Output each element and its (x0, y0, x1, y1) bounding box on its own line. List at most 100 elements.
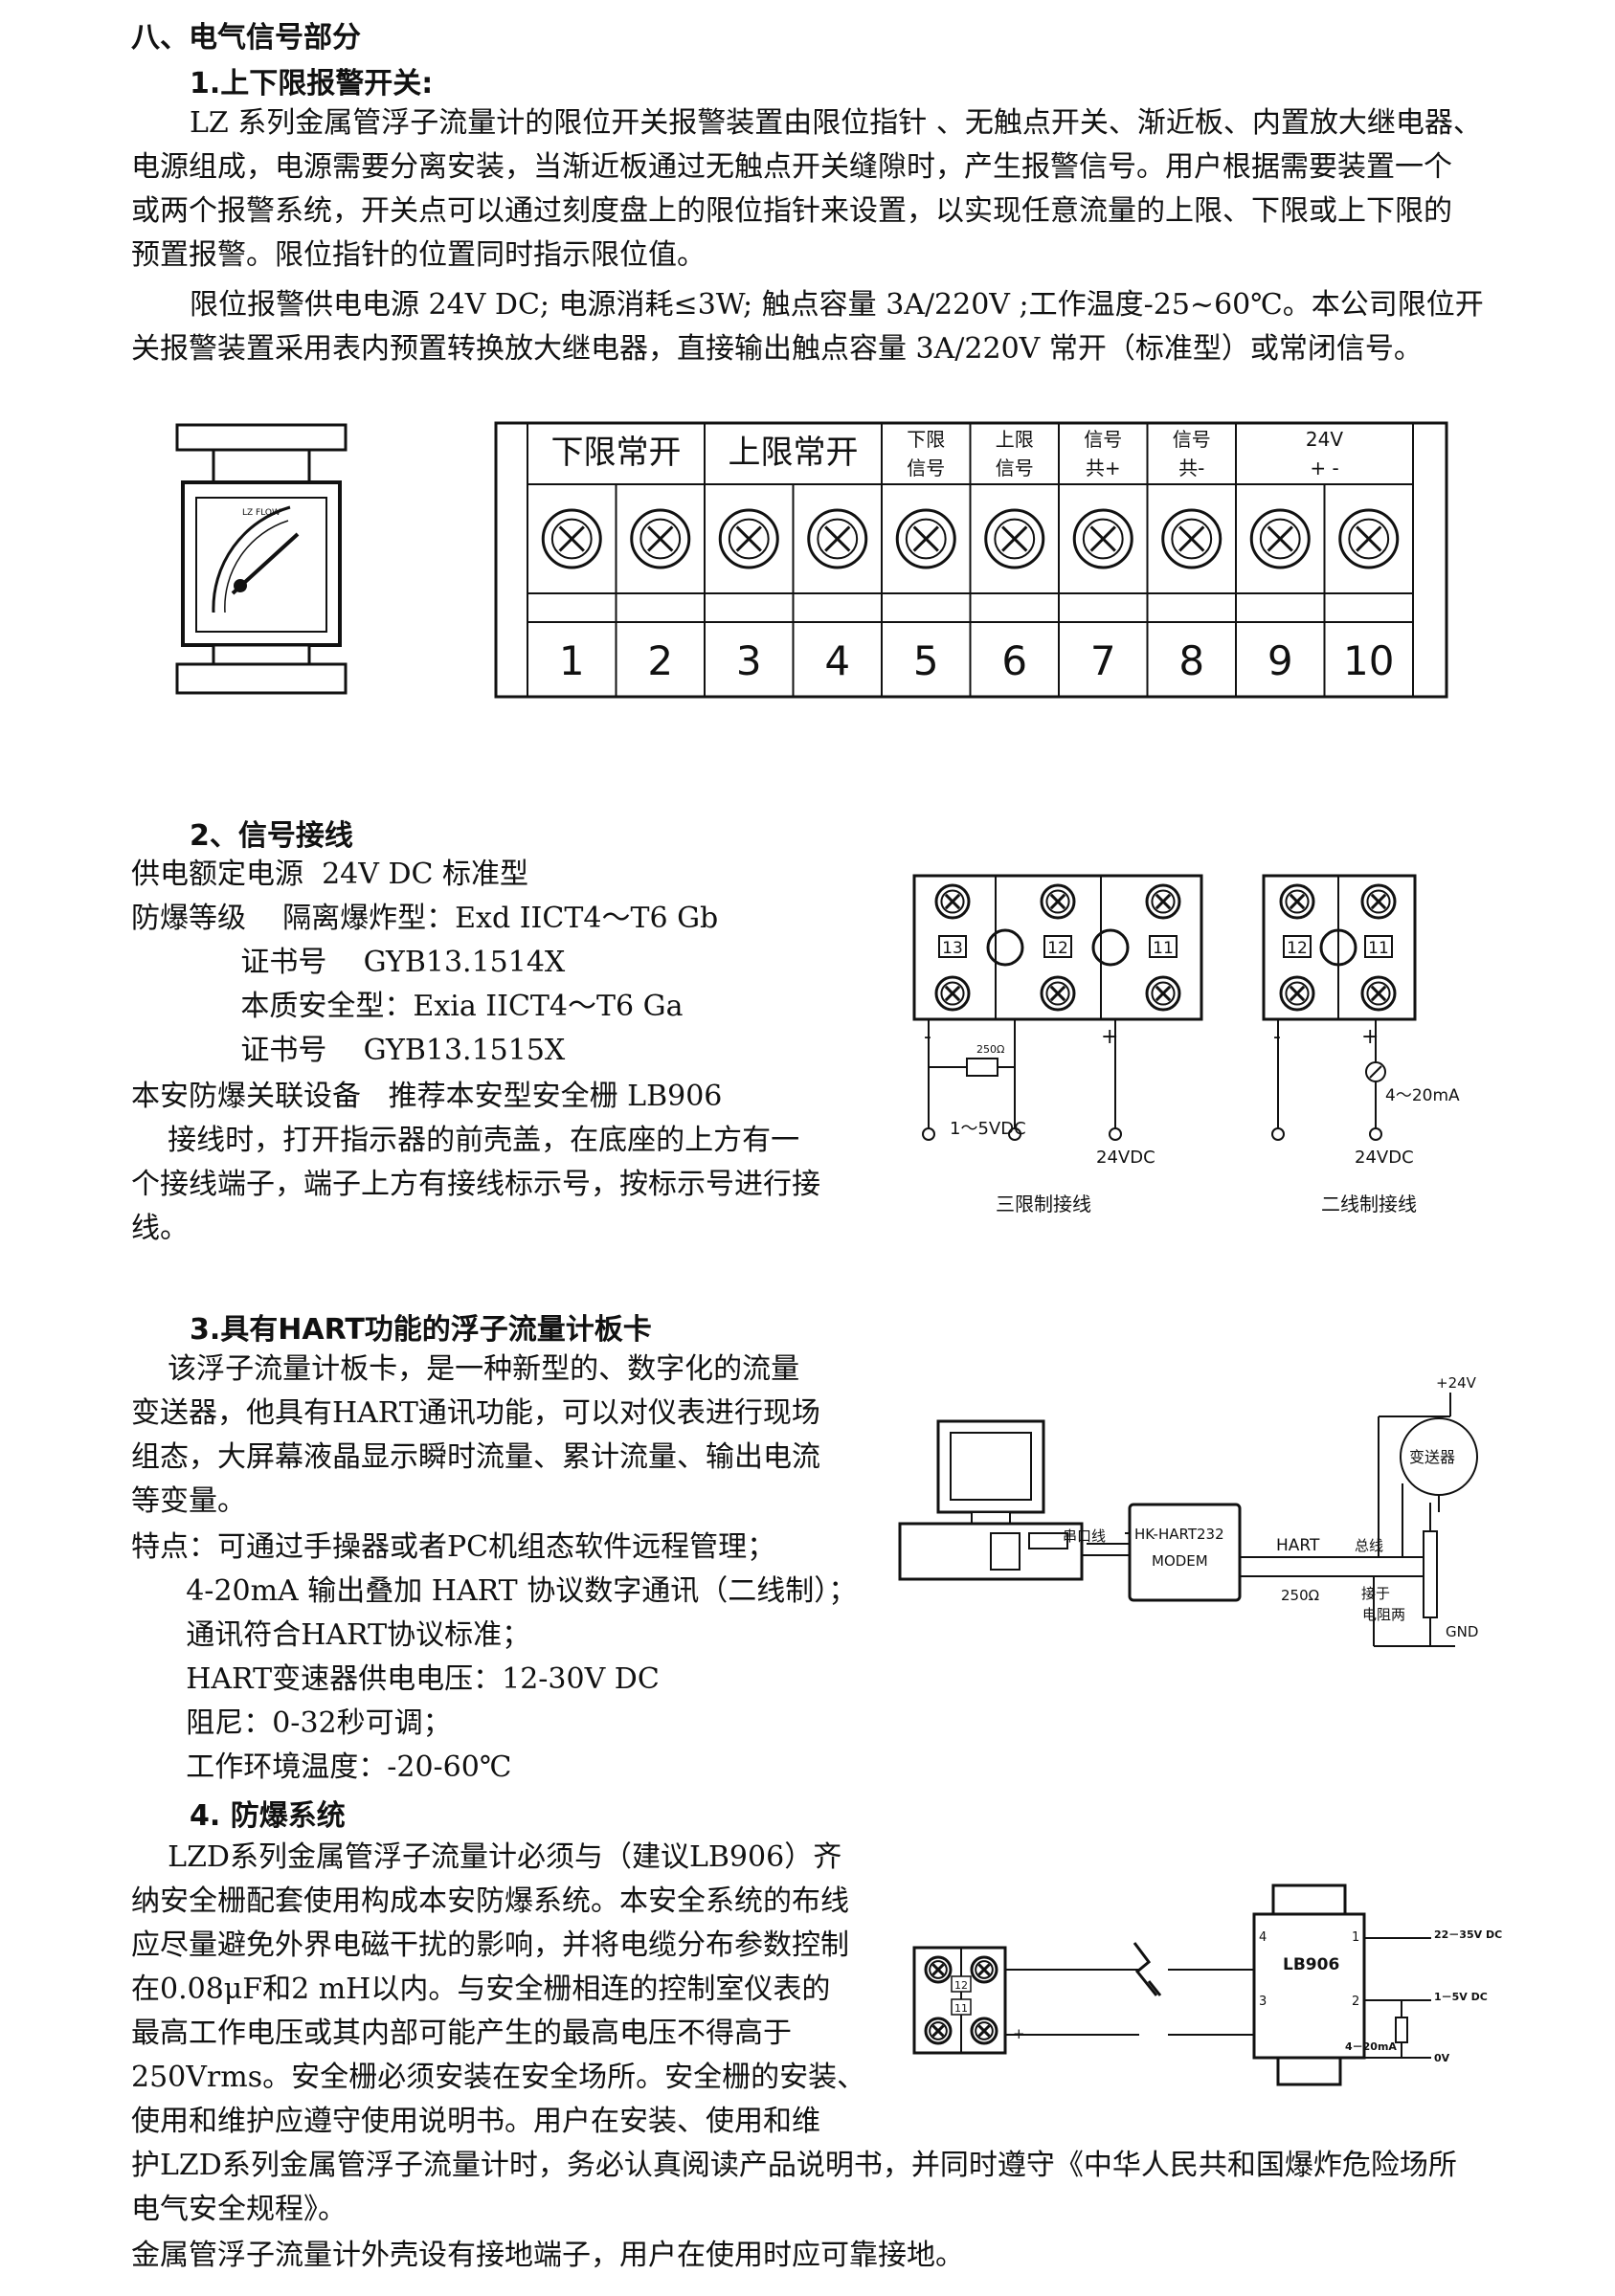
d3-plus: + (1101, 1025, 1118, 1049)
terminal-header-3-line1: 下限 (907, 428, 945, 451)
svg-text:LZ FLOW: LZ FLOW (242, 508, 280, 518)
wiring-line-9: 线。 (131, 1212, 189, 1245)
hart-line-3: 组态，大屏幕液晶显示瞬时流量、累计流量、输出电流 (131, 1440, 820, 1474)
flowmeter-illustration: LZ FLOW (175, 423, 348, 695)
terminal-number-9: 9 (1267, 637, 1293, 684)
two-wire-diagram: 12 11 - + 4～20mA 24VDC 二线制接线 (1262, 874, 1460, 1215)
wiring-line-8: 个接线端子，端子上方有接线标示号，按标示号进行接 (131, 1168, 820, 1201)
screw-terminal-icon (1279, 883, 1315, 920)
terminal-number-3: 3 (736, 637, 762, 684)
screw-terminal-icon (1360, 975, 1397, 1012)
section-title: 八、电气信号部分 (131, 21, 361, 55)
screw-terminal-icon (718, 508, 779, 569)
screw-terminal-icon (924, 1955, 953, 1984)
screw-terminal-icon (1338, 508, 1400, 569)
screw-terminal-icon (934, 975, 971, 1012)
terminal-header-7-line2: + - (1310, 457, 1338, 479)
explosion-full-line-2: 电气安全规程》。 (131, 2193, 347, 2226)
lb-zero: 0V (1434, 2052, 1450, 2064)
d2-terminal-12: 12 (1287, 939, 1308, 958)
alarm-p1-line4: 预置报警。限位指针的位置同时指示限位值。 (131, 238, 706, 272)
explosion-line-7: 使用和维护应遵守使用说明书。用户在安装、使用和维 (131, 2105, 820, 2138)
hart-diagram: 串口线 HK-HART232 MODEM HART 总线 250Ω 接于 电阻两… (898, 1374, 1478, 1647)
terminal-header-5-line2: 共+ (1086, 457, 1121, 479)
hart-heading: 3.具有HART功能的浮子流量计板卡 (190, 1313, 652, 1347)
lb-current: 4－20mA (1345, 2040, 1397, 2053)
screw-terminal-icon (541, 508, 602, 569)
terminal-header-1: 下限常开 (551, 434, 682, 472)
hart-modem-1: HK-HART232 (1134, 1526, 1224, 1543)
screw-terminal-icon (984, 508, 1045, 569)
hart-connect-1: 接于 (1361, 1585, 1390, 1602)
explosion-line-1: LZD系列金属管浮子流量计必须与（建议LB906）齐 (131, 1840, 842, 1874)
terminal-number-2: 2 (647, 637, 673, 684)
hart-bus: 总线 (1355, 1537, 1383, 1554)
screw-terminal-icon (895, 508, 956, 569)
terminal-header-6-line2: 共- (1178, 457, 1204, 479)
d2-minus: - (1273, 1025, 1281, 1049)
hart-modem-2: MODEM (1152, 1552, 1208, 1570)
screw-terminal-icon (630, 508, 691, 569)
terminal-header-4-line1: 上限 (996, 428, 1034, 451)
lb-pin3: 3 (1259, 1995, 1267, 2009)
screw-terminal-icon (1145, 883, 1181, 920)
d2-plus: + (1361, 1025, 1379, 1049)
d3-resistor: 250Ω (976, 1043, 1004, 1056)
d2-current: 4～20mA (1385, 1086, 1460, 1105)
screw-terminal-icon (1161, 508, 1222, 569)
terminal-number-6: 6 (1001, 637, 1027, 684)
explosion-line-5: 最高工作电压或其内部可能产生的最高电压不得高于 (131, 2017, 792, 2050)
alarm-heading: 1.上下限报警开关: (190, 67, 434, 100)
hart-transmitter: 变送器 (1409, 1448, 1455, 1466)
wiring-line-4: 本质安全型：Exia IICT4～T6 Ga (131, 990, 684, 1023)
d3-terminal-12: 12 (1047, 939, 1068, 958)
hart-gnd: GND (1446, 1623, 1478, 1640)
lb-v1: 22－35V DC (1434, 1928, 1502, 1941)
hart-line-10: 工作环境温度：-20-60℃ (131, 1750, 512, 1784)
lb-pin2: 2 (1352, 1995, 1359, 2009)
d2-supply: 24VDC (1355, 1148, 1414, 1168)
terminal-header-2: 上限常开 (729, 434, 859, 472)
alarm-p2-line1: 限位报警供电电源 24V DC; 电源消耗≤3W; 触点容量 3A/220V ;… (190, 288, 1484, 322)
lb-barrier: LB906 (1283, 1955, 1339, 1974)
screw-terminal-icon (1040, 975, 1076, 1012)
wiring-line-2: 防爆等级 隔离爆炸型：Exd IICT4～T6 Gb (131, 902, 719, 935)
explosion-line-4: 在0.08μF和2 mH以内。与安全栅相连的控制室仪表的 (131, 1973, 831, 2006)
terminal-header-3-line2: 信号 (907, 457, 945, 479)
screw-terminal-icon (970, 1955, 998, 1984)
terminal-header-7-line1: 24V (1306, 428, 1343, 451)
alarm-p1-line2: 电源组成，电源需要分离安装，当渐近板通过无触点开关缝隙时，产生报警信号。用户根据… (131, 150, 1452, 184)
screw-terminal-icon (807, 508, 868, 569)
terminal-number-1: 1 (559, 637, 585, 684)
hart-line-1: 该浮子流量计板卡，是一种新型的、数字化的流量 (131, 1352, 800, 1386)
d2-terminal-11: 11 (1368, 939, 1389, 958)
screw-terminal-icon (924, 2017, 953, 2045)
alarm-p1-line3: 或两个报警系统，开关点可以通过刻度盘上的限位指针来设置，以实现任意流量的上限、下… (131, 194, 1452, 228)
wiring-heading: 2、信号接线 (190, 819, 353, 853)
wiring-line-6: 本安防爆关联设备 推荐本安型安全栅 LB906 (131, 1080, 723, 1113)
hart-serial: 串口线 (1063, 1527, 1106, 1545)
d3-supply: 24VDC (1096, 1148, 1155, 1168)
d3-terminal-11: 11 (1153, 939, 1174, 958)
terminal-header-6-line1: 信号 (1173, 428, 1211, 451)
screw-terminal-icon (1249, 508, 1311, 569)
terminal-number-8: 8 (1178, 637, 1204, 684)
hart-line-4: 等变量。 (131, 1484, 246, 1518)
hart-label: HART (1276, 1536, 1320, 1555)
lb-v2: 1－5V DC (1434, 1991, 1488, 2003)
screw-terminal-icon (1145, 975, 1181, 1012)
hart-line-6: 4-20mA 输出叠加 HART 协议数字通讯（二线制）； (131, 1574, 858, 1608)
explosion-line-2: 纳安全栅配套使用构成本安防爆系统。本安全系统的布线 (131, 1884, 849, 1918)
screw-terminal-icon (1072, 508, 1133, 569)
hart-supply: +24V (1436, 1374, 1477, 1392)
explosion-full-line-3: 金属管浮子流量计外壳设有接地端子，用户在使用时应可靠接地。 (131, 2239, 964, 2272)
lb-pin1: 1 (1352, 1930, 1359, 1945)
explosion-heading: 4. 防爆系统 (190, 1799, 346, 1833)
terminal-header-5-line1: 信号 (1084, 428, 1122, 451)
d2-caption: 二线制接线 (1321, 1193, 1417, 1215)
explosion-line-6: 250Vrms。安全栅必须安装在安全场所。安全栅的安装、 (131, 2061, 866, 2094)
terminal-number-4: 4 (824, 637, 850, 684)
